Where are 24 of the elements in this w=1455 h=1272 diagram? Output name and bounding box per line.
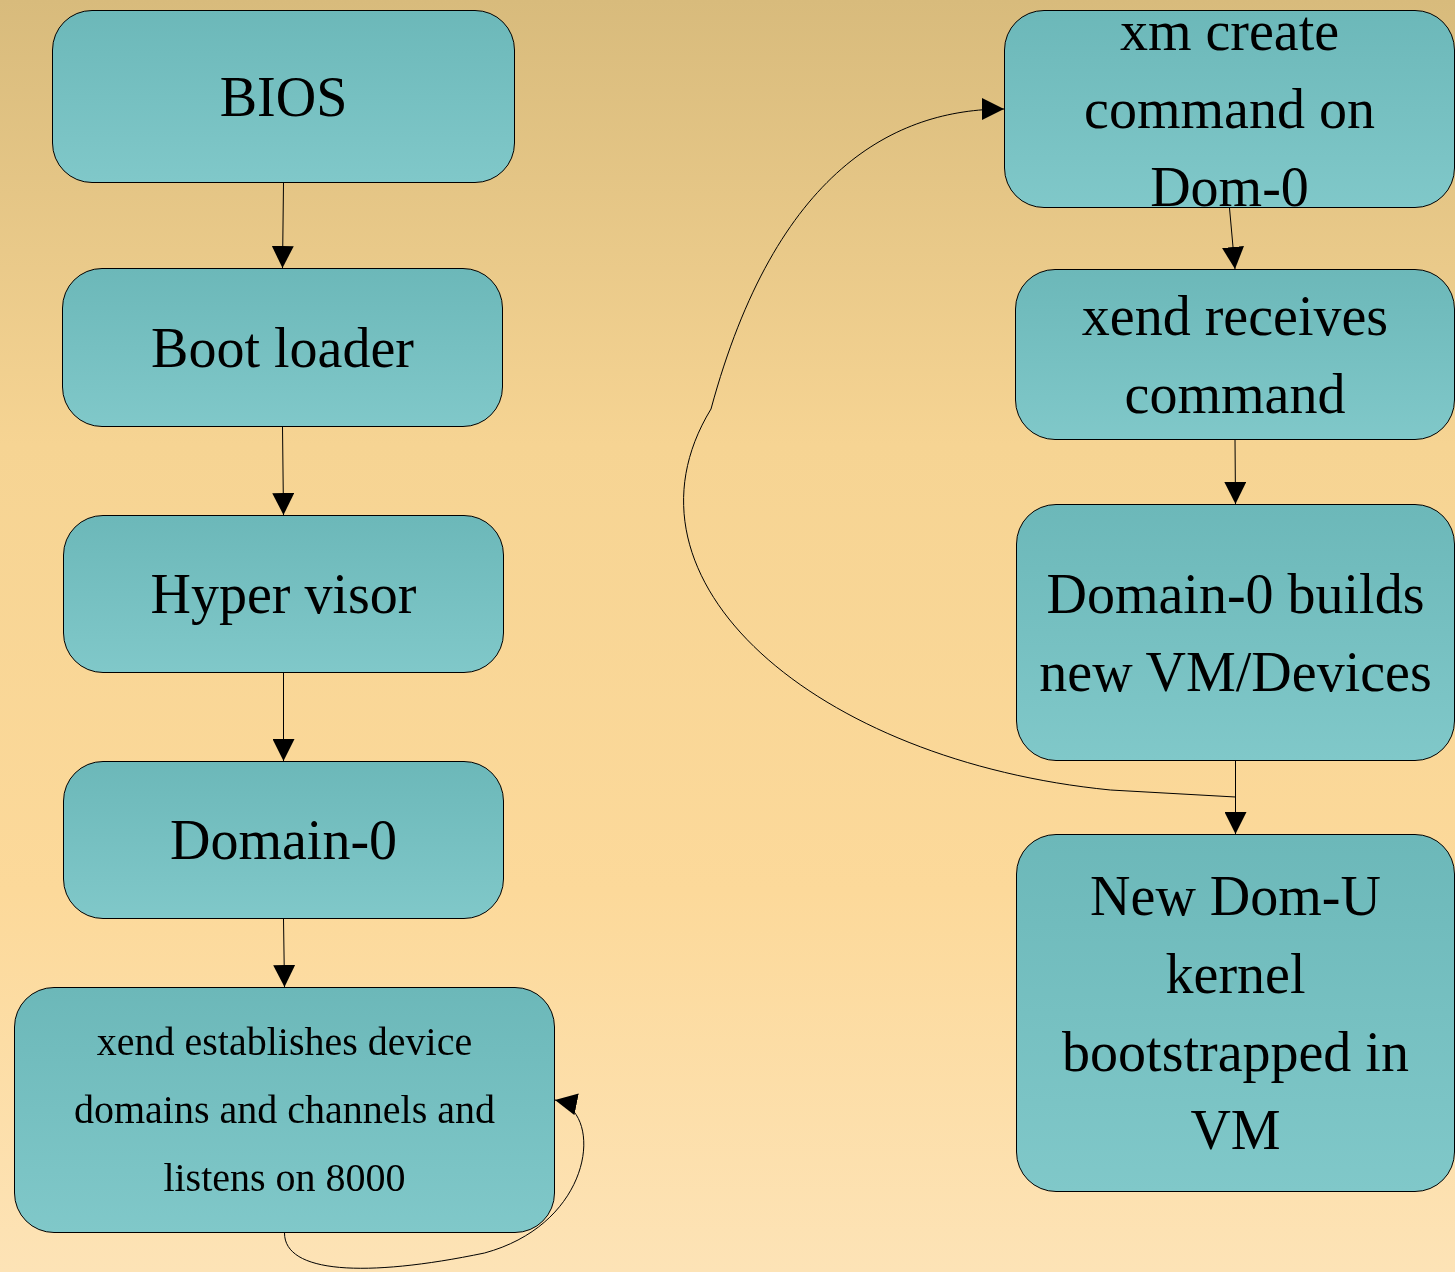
process-box xyxy=(52,10,515,183)
arrow xyxy=(1224,439,1247,505)
box-label: New Dom-U kernel bootstrapped in VM xyxy=(1061,864,1410,1163)
process-box xyxy=(1016,504,1455,761)
arrow xyxy=(272,426,295,516)
process-box xyxy=(1016,834,1455,1192)
arrow xyxy=(272,672,295,762)
process-box xyxy=(1015,269,1455,440)
box-label: xm create command on Dom-0 xyxy=(1083,0,1376,220)
arrow xyxy=(683,99,1236,798)
box-label: xend receives command xyxy=(1080,283,1390,427)
process-box xyxy=(63,761,504,919)
arrow xyxy=(1222,207,1244,270)
box-label: Hyper visor xyxy=(150,562,417,627)
process-box xyxy=(1004,10,1455,208)
process-box xyxy=(63,515,504,673)
box-label: Domain-0 xyxy=(169,808,398,873)
process-box xyxy=(62,268,503,427)
box-label: Boot loader xyxy=(151,315,414,381)
box-label: BIOS xyxy=(219,64,348,130)
box-label: xend establishes device domains and channels and listens on 8000 xyxy=(73,1018,496,1202)
arrow xyxy=(273,918,296,988)
box-label: Domain-0 builds new VM/Devices xyxy=(1038,561,1433,705)
arrow xyxy=(271,182,294,269)
